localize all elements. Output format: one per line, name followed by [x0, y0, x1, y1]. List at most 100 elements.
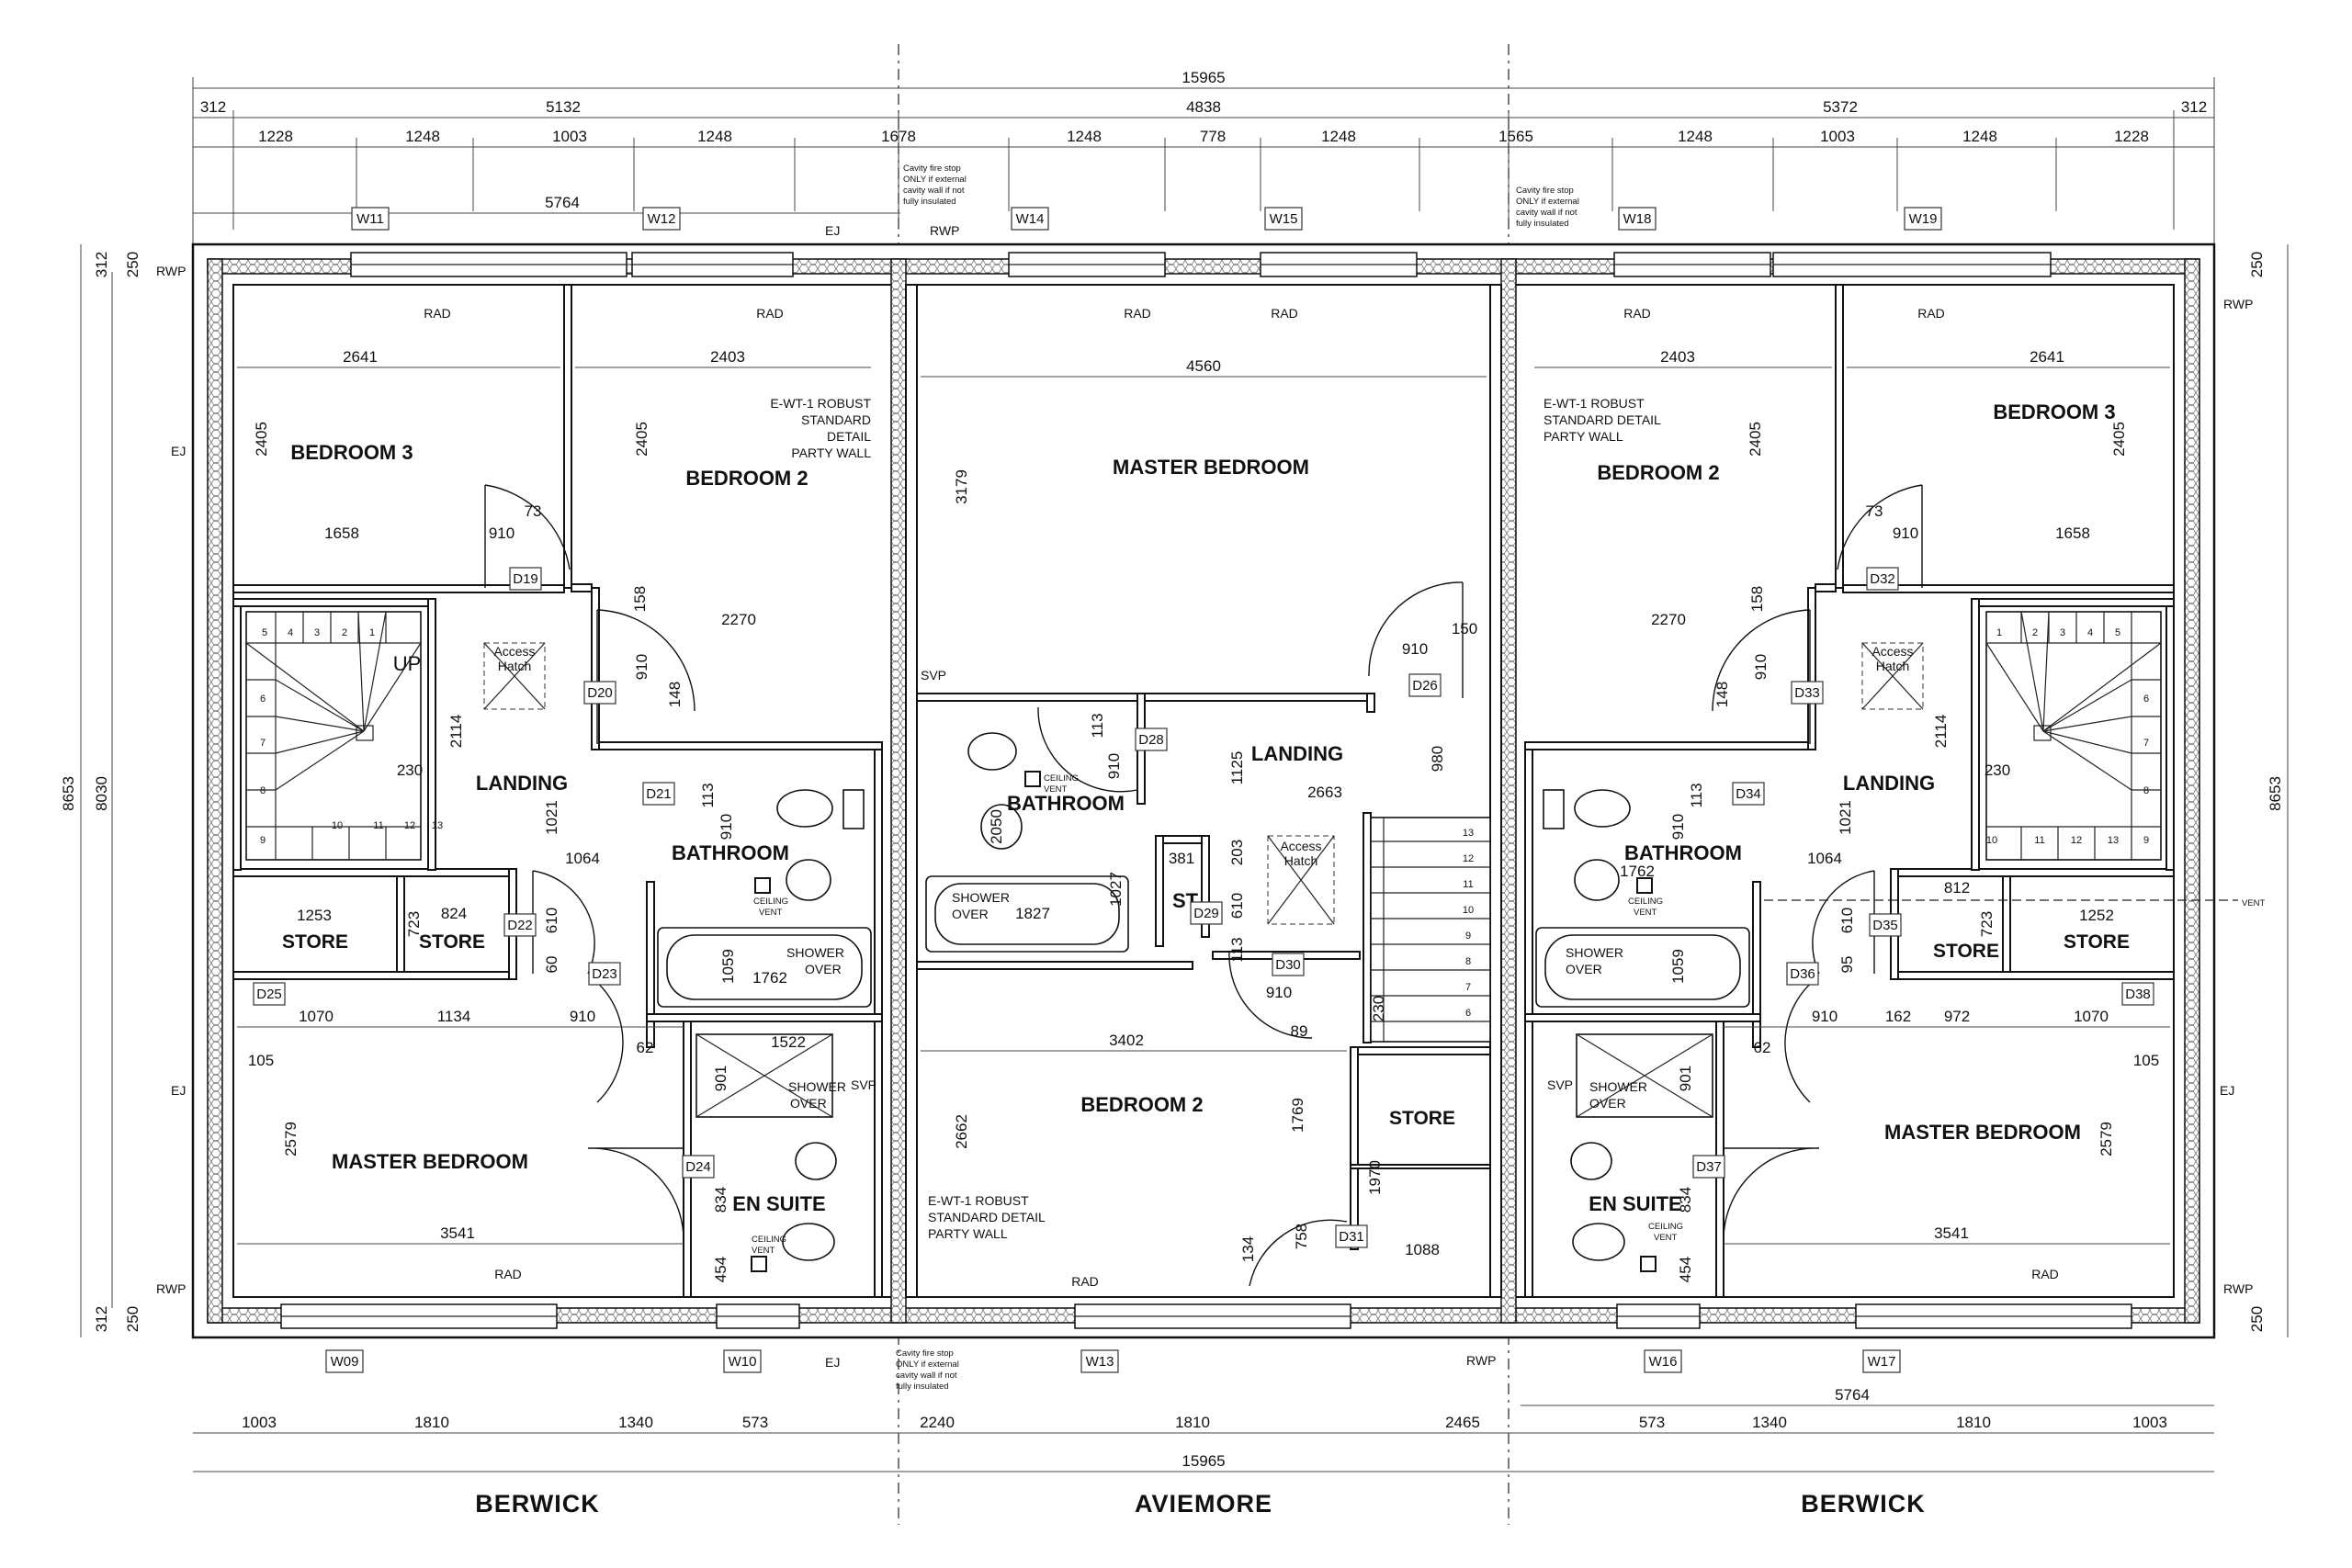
room-name: MASTER BEDROOM	[332, 1150, 528, 1173]
stair-number: 7	[260, 738, 266, 749]
dim-label: 1228	[258, 128, 293, 145]
svg-text:610: 610	[543, 908, 560, 933]
svg-text:148: 148	[1713, 682, 1731, 707]
svg-text:89: 89	[1291, 1022, 1308, 1040]
dim-label: 5132	[546, 98, 581, 116]
dim-label: 1248	[405, 128, 440, 145]
party-wall-note-left: E-WT-1 ROBUST STANDARD DETAIL PARTY WALL	[770, 396, 871, 460]
door-tags: D19 D20 D21 D22 D23 D24 D25 D26 D28 D29 …	[253, 567, 2154, 1248]
dim-label: 312	[200, 98, 226, 116]
bottom-dimensions: 5764 1003 1810 1340 573 2240 1810 2465 5…	[193, 1386, 2214, 1472]
access-hatch-middle: Access Hatch	[1267, 835, 1335, 925]
svg-text:910: 910	[1105, 753, 1123, 779]
svg-text:972: 972	[1944, 1008, 1970, 1025]
room-name: STORE	[282, 931, 348, 953]
shower-over-label: SHOWER	[1566, 945, 1623, 960]
svg-text:Cavity fire stop: Cavity fire stop	[896, 1348, 954, 1359]
ceiling-vent-middle: CEILING VENT	[1024, 771, 1079, 795]
svg-text:2641: 2641	[2030, 348, 2064, 366]
svg-text:1088: 1088	[1405, 1241, 1440, 1258]
svg-text:Hatch: Hatch	[1876, 659, 1910, 673]
rwp-label: RWP	[2223, 297, 2253, 311]
ej-label: EJ	[825, 223, 840, 238]
rwp-label: RWP	[156, 1281, 186, 1296]
shower-over-label: OVER	[790, 1096, 827, 1111]
fire-stop-note-bottom: Cavity fire stop ONLY if external cavity…	[896, 1348, 959, 1392]
svg-text:113: 113	[699, 783, 717, 807]
window-tag: W19	[1909, 211, 1938, 227]
svg-text:2270: 2270	[1651, 611, 1686, 628]
svg-text:2050: 2050	[988, 809, 1005, 844]
access-hatch-right: Access Hatch	[1861, 642, 1924, 710]
door-tag: D35	[1872, 918, 1898, 933]
svg-text:723: 723	[1978, 911, 1996, 937]
svg-text:834: 834	[712, 1187, 729, 1213]
dim-label: 1248	[1321, 128, 1356, 145]
svg-text:1522: 1522	[771, 1033, 806, 1051]
svg-text:cavity wall if not: cavity wall if not	[896, 1371, 957, 1381]
svg-text:95: 95	[1838, 956, 1856, 974]
ej-label: EJ	[825, 1355, 840, 1370]
svg-text:1021: 1021	[543, 800, 560, 835]
door-tag: D29	[1193, 906, 1219, 921]
door-tag: D32	[1870, 571, 1895, 587]
svg-text:910: 910	[633, 654, 650, 680]
svg-text:834: 834	[1677, 1187, 1694, 1213]
svg-text:STANDARD DETAIL: STANDARD DETAIL	[1544, 412, 1661, 427]
svg-text:73: 73	[525, 502, 542, 520]
svg-text:2405: 2405	[633, 422, 650, 457]
svg-text:312: 312	[93, 1306, 110, 1332]
window-tag: W13	[1086, 1354, 1114, 1370]
ej-label: EJ	[171, 444, 186, 458]
svg-text:610: 610	[1838, 908, 1856, 933]
svg-text:DETAIL: DETAIL	[827, 429, 871, 444]
svg-text:Cavity fire stop: Cavity fire stop	[903, 164, 961, 174]
svg-text:162: 162	[1885, 1008, 1911, 1025]
stair-number: 11	[373, 820, 383, 831]
door-tag: D22	[507, 918, 533, 933]
room-name: BEDROOM 3	[1993, 400, 2115, 423]
svg-text:2403: 2403	[710, 348, 745, 366]
room-name: BATHROOM	[672, 841, 789, 864]
dim-label: 5372	[1823, 98, 1858, 116]
access-hatch-left: Access Hatch	[483, 642, 546, 710]
window-tag: W15	[1270, 211, 1298, 227]
window-tag: W16	[1649, 1354, 1678, 1370]
stair-number: 1	[1996, 627, 2002, 638]
svg-text:Cavity fire stop: Cavity fire stop	[1516, 186, 1574, 196]
external-walls	[191, 243, 2216, 1339]
shower-over-label: SHOWER	[1589, 1079, 1647, 1094]
svg-text:CEILING: CEILING	[1648, 1222, 1683, 1232]
room-labels: BEDROOM 3 BEDROOM 2 LANDING BATHROOM STO…	[282, 400, 2130, 1215]
svg-text:2114: 2114	[1932, 715, 1950, 749]
window-tag: W11	[356, 211, 384, 227]
svg-text:cavity wall if not: cavity wall if not	[1516, 208, 1577, 218]
sanitary-fixtures	[657, 732, 1750, 1261]
svg-text:250: 250	[124, 252, 141, 277]
rad-label: RAD	[424, 306, 451, 321]
svg-text:230: 230	[1370, 996, 1387, 1021]
door-tag: D37	[1696, 1159, 1722, 1175]
svg-text:fully insulated: fully insulated	[903, 197, 956, 207]
door-tag: D31	[1339, 1229, 1364, 1245]
svg-text:203: 203	[1228, 840, 1246, 865]
stair-number: 4	[2087, 627, 2093, 638]
stair-number: 10	[1986, 835, 1997, 846]
svg-text:113: 113	[1688, 783, 1705, 807]
door-tag: D25	[256, 987, 282, 1002]
svg-text:910: 910	[1893, 525, 1918, 542]
svg-text:150: 150	[1452, 620, 1477, 637]
svg-text:CEILING: CEILING	[752, 1235, 786, 1245]
stair-number: 13	[1463, 828, 1474, 839]
svg-text:812: 812	[1944, 879, 1970, 897]
room-name: BEDROOM 3	[290, 441, 413, 464]
shower-over-label: SHOWER	[788, 1079, 846, 1094]
stair-number: 8	[260, 785, 266, 796]
svg-text:2579: 2579	[282, 1122, 300, 1156]
stair-number: 8	[2143, 785, 2149, 796]
svg-text:62: 62	[637, 1039, 654, 1056]
svg-text:2405: 2405	[2110, 422, 2128, 457]
svg-text:VENT: VENT	[1634, 908, 1657, 918]
svg-text:134: 134	[1239, 1236, 1257, 1262]
svg-text:824: 824	[441, 905, 467, 922]
